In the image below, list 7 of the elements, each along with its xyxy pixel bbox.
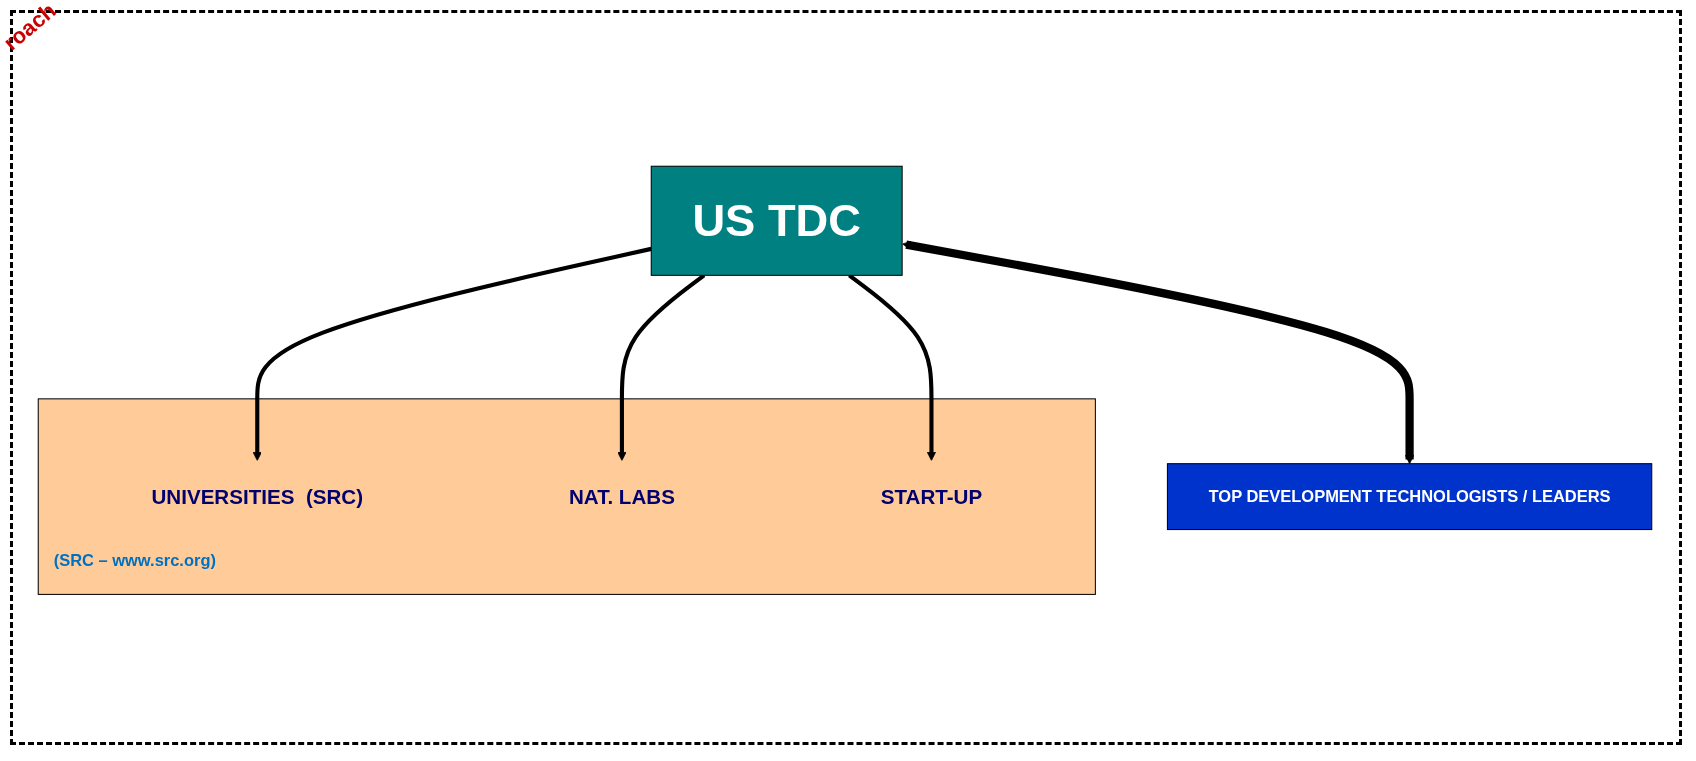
node-text: START-UP — [880, 484, 983, 508]
arrow — [252, 246, 652, 461]
arrow — [902, 240, 1415, 464]
node-text: UNIVERSITIES (SRC) — [151, 484, 364, 508]
node-box: TOP DEVELOPMENT TECHNOLOGISTS / LEADERS — [1166, 462, 1653, 530]
node-box: US TDC — [650, 165, 903, 276]
node-text: NAT. LABS — [568, 484, 675, 508]
